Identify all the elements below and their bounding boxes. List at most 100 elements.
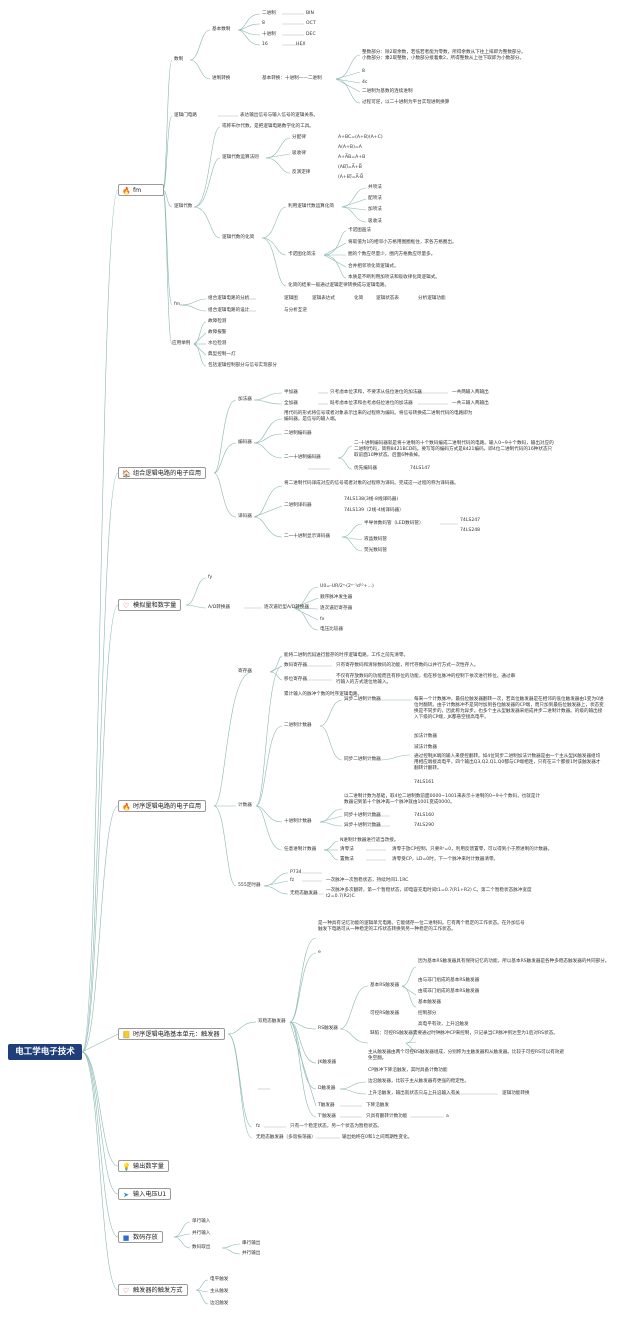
section-flipflop[interactable]: 📒时序逻辑电路基本单元：触发器 [118,1028,225,1040]
node-vfd[interactable]: 荧光数码管 [364,548,387,553]
node-conversion-basic[interactable]: 基本转换：十进制——二进制 [262,76,322,81]
node-async-counter[interactable]: 异步二进制计数器 [344,697,381,702]
basic-rs-item: 因为基本RS触发器具有保持记忆的功能，所以基本RS触发器是各种多稳态触发器的共同… [418,959,610,964]
base-oct-abbr: OCT [306,21,316,26]
node-async-decade[interactable]: 异步十进制计数器 [344,823,381,828]
node-analysis[interactable]: 组合逻辑电路的分析 [208,296,250,301]
node-serial-in[interactable]: 单行输入 [192,1219,211,1224]
karnaugh-end: 化简的结果一般通过逻辑定律转换成与逻辑电路。 [288,283,390,288]
node-fm[interactable]: fm [174,302,181,307]
node-data-out[interactable]: 数码取出 [192,1245,211,1250]
trigger-edge[interactable]: 边沿触发 [210,1301,229,1306]
adc-item: 电压比较器 [320,627,343,632]
node-display-decoder[interactable]: 二一十进制显示译码器 [284,534,330,539]
node-jk-flipflop[interactable]: JK触发器 [318,1060,337,1065]
trigger-level[interactable]: 电平触发 [210,1277,229,1282]
node-astable[interactable]: 无稳态触发器 [290,891,318,896]
base-oct[interactable]: 8 [262,21,265,26]
node-binary-counter[interactable]: 二进制计数器 [284,723,312,728]
section-digital-output[interactable]: 💡输出数字量 [118,1160,169,1172]
node-binary-encoder[interactable]: 二进制编码器 [284,431,312,436]
node-bcd-encoder[interactable]: 二一十进制编码器 [284,455,321,460]
node-shift-register[interactable]: 移位寄存器 [284,677,307,682]
node-arbitrary-counter[interactable]: 任意进制计数器 [284,847,317,852]
karnaugh-item: 圈的个数应尽量少，圈内方格数应尽量多。 [348,252,436,257]
node-parallel-out[interactable]: 并行输出 [242,1251,261,1256]
node-adder[interactable]: 加法器 [238,397,252,402]
adc-type[interactable]: 逐次逼近型A/D转换器 [264,605,309,610]
node-sync-decade[interactable]: 同步十进制计数器 [344,813,381,818]
section-analog-digital[interactable]: ♡模拟量和数字量 [118,599,182,611]
node-decoder[interactable]: 译码器 [238,514,252,519]
node-gated-rs[interactable]: 可控RS触发器 [370,1011,400,1016]
node-reset-method[interactable]: 清零法 [340,847,354,852]
node-algebra-rules[interactable]: 逻辑代数运算法则 [222,155,259,160]
t2-desc: 只具有翻转计数功能 [366,1114,408,1119]
section-input-voltage[interactable]: ➤输入电压U1 [118,1188,172,1200]
full-adder-io: 一共三输入两输出 [452,401,489,406]
section-trigger-modes[interactable]: ♡触发器的触发方式 [118,1284,188,1296]
node-formula-method[interactable]: 利用逻辑代数运算化简 [288,204,334,209]
node-multivibrator[interactable]: 无稳态触发器（多谐振荡器） [256,1135,316,1140]
node-logic-gate[interactable]: 逻辑门电路 [174,113,197,118]
node-half-adder[interactable]: 半加器 [284,390,298,395]
node-karnaugh[interactable]: 卡诺图化简法 [288,252,316,257]
node-full-adder[interactable]: 全加器 [284,401,298,406]
node-t-flipflop[interactable]: T触发器 [318,1103,335,1108]
node-serial-out[interactable]: 串行输出 [242,1241,261,1246]
node-lcd[interactable]: 液晶数码管 [364,537,387,542]
data-register-desc: 只有寄存数码和清除数码的功能，所代存数码以并行方式一次性存入。 [336,663,479,668]
analysis-step: 逻辑表达式 [312,296,335,301]
node-basic-rs[interactable]: 基本RS触发器 [370,983,400,988]
node-bistable[interactable]: 双稳态触发器 [258,1019,286,1024]
node-d-flipflop[interactable]: D触发器 [318,1086,336,1091]
section-fm[interactable]: 🔥fm [118,184,164,196]
node-fy[interactable]: fy [208,575,213,580]
node-register[interactable]: 寄存器 [238,669,252,674]
node-counter[interactable]: 计数器 [238,803,252,808]
node-encoder[interactable]: 编码器 [238,440,252,445]
heart-icon: ♡ [122,602,130,610]
example-item: 水位检测 [208,341,227,346]
node-monostable[interactable]: fz [256,1124,261,1129]
analysis-step: 化简 [354,296,364,301]
node-basic-bases[interactable]: 基本数制 [212,27,231,32]
node-rs-flipflop[interactable]: RS触发器 [318,1026,338,1031]
base-bin[interactable]: 二进制 [262,11,276,16]
node-data-register[interactable]: 数码寄存器 [284,663,307,668]
node-examples[interactable]: 应用举例 [172,341,191,346]
section-sequential[interactable]: 🔥时序逻辑电路的电子应用 [118,800,207,812]
formula-item: 配项法 [368,196,382,201]
node-p734[interactable]: P734 [290,870,302,875]
conversion-item-4c: 4c [362,80,368,85]
root-node[interactable]: 电工学电子技术 [8,1044,82,1060]
node-adc[interactable]: A/D转换器 [208,605,231,610]
base-dec[interactable]: 十进制 [262,32,276,37]
trigger-master-slave[interactable]: 主从触发 [210,1289,229,1294]
node-design[interactable]: 组合逻辑电路的设计 [208,308,250,313]
node-decimal-counter[interactable]: 十进制计数器 [284,819,312,824]
node-number-system[interactable]: 数制 [174,57,184,62]
node-parallel-in[interactable]: 并行输入 [192,1231,211,1236]
node-t2-flipflop[interactable]: T'触发器 [318,1114,336,1119]
base-hex[interactable]: 16 [262,42,268,47]
node-logic-algebra[interactable]: 逻辑代数 [174,204,193,209]
node-fz[interactable]: fz [290,878,295,883]
node-preset-method[interactable]: 置数法 [340,857,354,862]
full-adder-desc: 既考虑本位求和也考虑低位进位的加法器 [330,401,413,406]
section-combinational[interactable]: 🏠组合逻辑电路的电子应用 [118,467,207,479]
section-data-storage[interactable]: ■数码存放 [118,1231,163,1243]
node-555-timer[interactable]: 555定时器 [238,883,261,888]
node-simplification[interactable]: 逻辑代数的化简 [222,235,255,240]
node-sync-counter[interactable]: 同步二进制计数器 [344,757,381,762]
node-priority-encoder[interactable]: 优先编码器 [354,466,377,471]
rule-distributive[interactable]: 分配律 [292,135,306,140]
node-e[interactable]: e [318,950,321,955]
formula-item: 吸收法 [368,219,382,224]
node-base-conversion[interactable]: 进制转换 [212,76,231,81]
node-binary-decoder[interactable]: 二进制译码器 [284,503,312,508]
node-led[interactable]: 半导体数码管（LED数码管） [364,521,424,526]
rule-absorb[interactable]: 吸收律 [292,151,306,156]
sync-decade-chip: 74LS160 [414,813,435,818]
rule-demorgan[interactable]: 反演定律 [292,170,311,175]
